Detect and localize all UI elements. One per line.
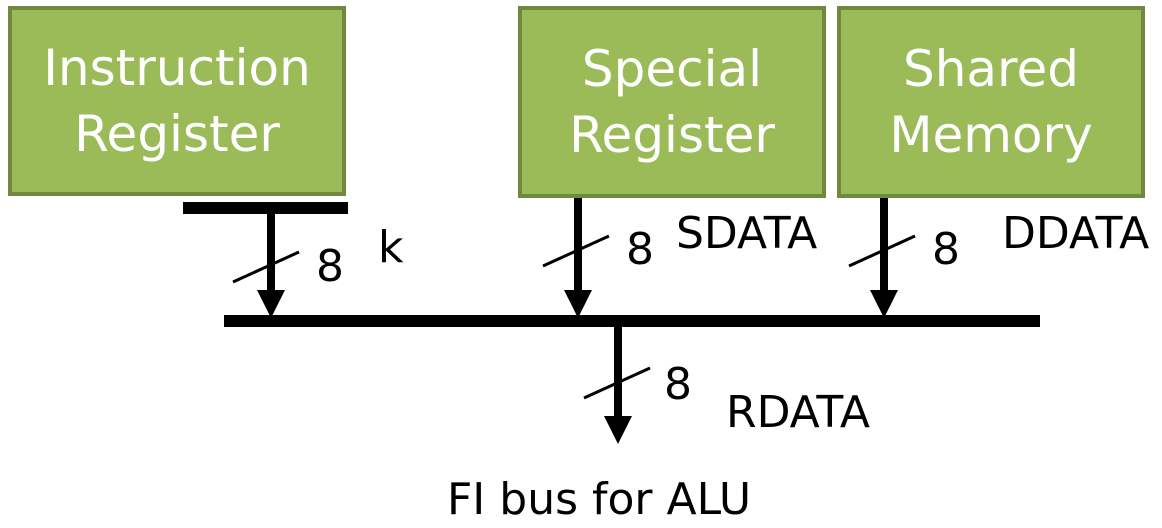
- ddata-bus-arrowhead: [870, 290, 898, 318]
- shared-memory-label-line2: Memory: [889, 106, 1093, 164]
- rdata-bus-name-label: RDATA: [726, 387, 870, 438]
- ddata-bus-name-label: DDATA: [1002, 208, 1150, 259]
- instruction-register-label-line1: Instruction: [43, 39, 311, 97]
- instruction-register-label-line2: Register: [74, 105, 280, 163]
- shared-memory-block: Shared Memory: [837, 6, 1145, 198]
- rdata-bus-width-slash: [583, 366, 651, 400]
- sdata-bus-width-slash: [542, 234, 610, 268]
- k-bus-width-label: 8: [316, 241, 344, 292]
- special-register-block: Special Register: [518, 6, 826, 198]
- k-bus-width-slash: [232, 250, 300, 284]
- ddata-bus-width-label: 8: [932, 224, 960, 275]
- sdata-bus-width-label: 8: [626, 224, 654, 275]
- sdata-bus-arrowhead: [564, 290, 592, 318]
- ddata-bus-width-slash: [848, 234, 916, 268]
- shared-memory-label-line1: Shared: [902, 40, 1080, 98]
- rdata-bus-width-label: 8: [664, 359, 692, 410]
- k-bus-arrowhead: [257, 290, 285, 318]
- special-register-label-line2: Register: [569, 106, 775, 164]
- instruction-register-block: Instruction Register: [8, 6, 346, 196]
- k-bus-name-label: k: [378, 222, 404, 273]
- special-register-label-line1: Special: [581, 40, 763, 98]
- rdata-bus-arrowhead: [604, 416, 632, 444]
- sdata-bus-name-label: SDATA: [676, 208, 818, 259]
- fi-bus-caption: FI bus for ALU: [447, 474, 752, 525]
